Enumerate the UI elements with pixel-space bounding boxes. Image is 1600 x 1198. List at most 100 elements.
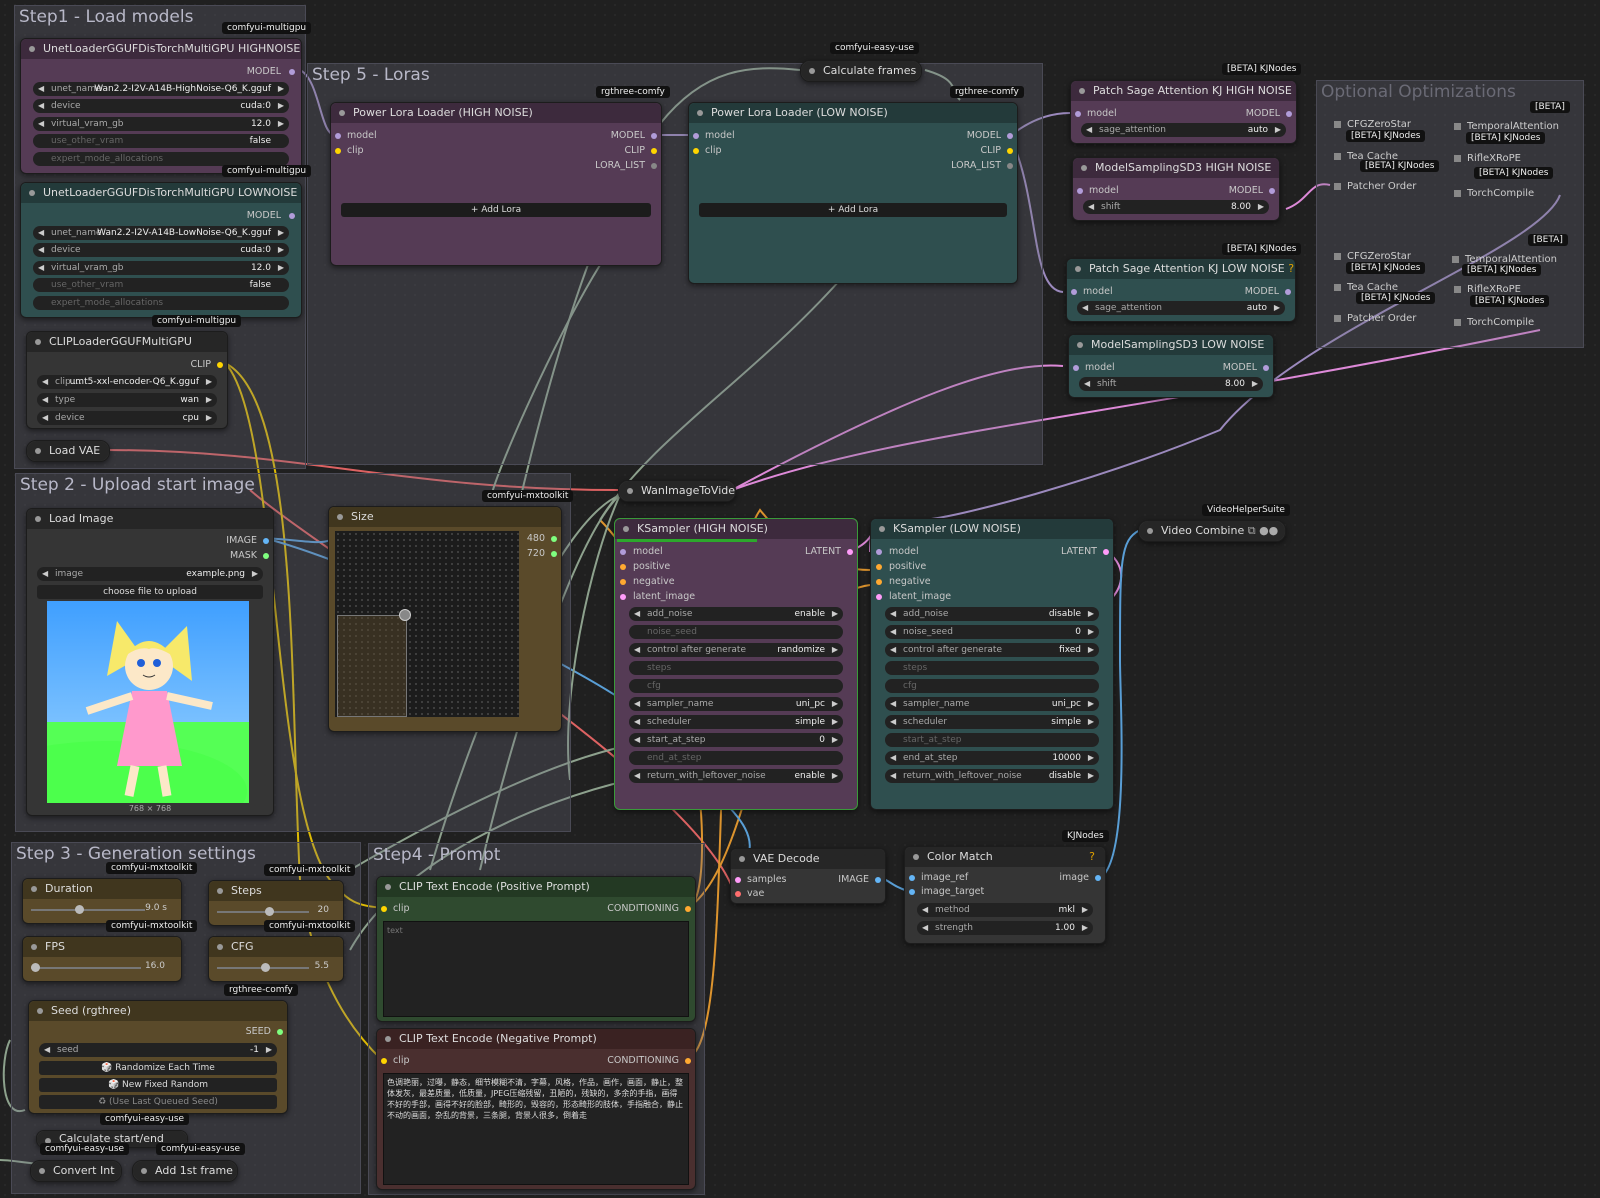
size-handle-icon[interactable] <box>399 609 411 621</box>
wan-image-to-video-node[interactable]: WanImageToVideo <box>618 480 736 502</box>
output-latent[interactable]: LATENT <box>871 545 1113 559</box>
torch-compile-low-node[interactable]: TorchCompile <box>1454 316 1534 330</box>
steps-widget[interactable]: steps <box>885 661 1099 675</box>
input-latent[interactable]: latent_image <box>615 590 857 604</box>
start-at-step-widget[interactable]: start_at_step <box>885 733 1099 747</box>
seed-widget[interactable]: seed-1 <box>39 1043 277 1057</box>
sage-attention-low-node[interactable]: Patch Sage Attention KJ LOW NOISE ? mode… <box>1066 258 1296 322</box>
output-model[interactable]: MODEL <box>689 129 1017 143</box>
output-model[interactable]: MODEL <box>21 209 301 223</box>
input-clip[interactable]: clip <box>377 1054 695 1068</box>
input-clip[interactable]: clip <box>377 902 695 916</box>
input-negative[interactable]: negative <box>615 575 857 589</box>
load-vae-node[interactable]: Load VAE <box>26 440 110 462</box>
add-lora-button[interactable]: + Add Lora <box>699 203 1007 217</box>
help-icon[interactable]: ? <box>1288 262 1295 275</box>
upload-button[interactable]: choose file to upload <box>37 585 263 599</box>
output-lora-list[interactable]: LORA_LIST <box>331 159 661 173</box>
cfg-zero-star-high-node[interactable]: CFGZeroStar <box>1334 118 1411 132</box>
clip-name-widget[interactable]: clip ...umt5-xxl-encoder-Q6_K.gguf <box>37 375 217 389</box>
steps-node[interactable]: Steps 20 <box>208 880 344 926</box>
model-sampling-high-node[interactable]: ModelSamplingSD3 HIGH NOISE model MODEL … <box>1072 157 1280 221</box>
output-lora-list[interactable]: LORA_LIST <box>689 159 1017 173</box>
clip-loader-node[interactable]: CLIPLoaderGGUFMultiGPU CLIP clip ...umt5… <box>26 331 228 429</box>
duration-node[interactable]: Duration 9.0 s <box>22 878 182 924</box>
input-clip[interactable]: clip <box>331 144 661 158</box>
cfg-slider[interactable] <box>217 963 309 972</box>
input-latent[interactable]: latent_image <box>871 590 1113 604</box>
output-clip[interactable]: CLIP <box>689 144 1017 158</box>
cfg-widget[interactable]: cfg <box>629 679 843 693</box>
torch-compile-high-node[interactable]: TorchCompile <box>1454 187 1534 201</box>
input-negative[interactable]: negative <box>871 575 1113 589</box>
tea-cache-low-node[interactable]: Tea Cache <box>1334 281 1398 295</box>
input-positive[interactable]: positive <box>871 560 1113 574</box>
new-fixed-random-button[interactable]: 🎲 New Fixed Random <box>39 1078 277 1092</box>
expert-mode-field[interactable]: expert_mode_allocations <box>33 152 289 166</box>
output-conditioning[interactable]: CONDITIONING <box>377 902 695 916</box>
help-icon[interactable]: ? <box>1295 84 1296 97</box>
add-first-frame-node[interactable]: Add 1st frame <box>132 1160 238 1182</box>
output-conditioning[interactable]: CONDITIONING <box>377 1054 695 1068</box>
cfg-widget[interactable]: cfg <box>885 679 1099 693</box>
output-width[interactable]: 480 <box>329 532 561 546</box>
output-mask[interactable]: MASK <box>27 549 273 563</box>
ksampler-high-node[interactable]: KSampler (HIGH NOISE) LATENT model posit… <box>614 518 858 810</box>
output-model[interactable]: MODEL <box>331 129 661 143</box>
clip-text-negative-node[interactable]: CLIP Text Encode (Negative Prompt) clip … <box>376 1028 696 1190</box>
slider-thumb[interactable] <box>31 963 40 972</box>
riflex-rope-low-node[interactable]: RifleXRoPE <box>1454 283 1521 297</box>
cfg-node[interactable]: CFG 5.5 <box>208 936 344 982</box>
input-model[interactable]: model <box>871 545 1113 559</box>
input-model[interactable]: model <box>615 545 857 559</box>
unet-name-widget[interactable]: unet_nameWan2.2-I2V-A14B-HighNoise-Q6_K.… <box>33 82 289 96</box>
noise-seed-widget[interactable]: noise_seed <box>629 625 843 639</box>
output-model[interactable]: MODEL <box>21 65 301 79</box>
output-image[interactable]: IMAGE <box>27 534 273 548</box>
tea-cache-high-node[interactable]: Tea Cache <box>1334 150 1398 164</box>
slider-thumb[interactable] <box>261 963 270 972</box>
input-model[interactable]: model <box>1067 285 1295 299</box>
help-icon[interactable]: ? <box>1089 850 1095 863</box>
temporal-attention-high-node[interactable]: TemporalAttention <box>1454 120 1559 134</box>
ksampler-low-node[interactable]: KSampler (LOW NOISE) LATENT model positi… <box>870 518 1114 810</box>
input-model[interactable]: model <box>689 129 1017 143</box>
fps-slider[interactable] <box>31 963 141 972</box>
output-latent[interactable]: LATENT <box>615 545 857 559</box>
input-model[interactable]: model <box>331 129 661 143</box>
steps-widget[interactable]: steps <box>629 661 843 675</box>
sage-attention-high-node[interactable]: Patch Sage Attention KJ HIGH NOISE ? mod… <box>1070 80 1297 144</box>
add-lora-button[interactable]: + Add Lora <box>341 203 651 217</box>
slider-thumb[interactable] <box>265 907 274 916</box>
model-sampling-low-node[interactable]: ModelSamplingSD3 LOW NOISE model MODEL s… <box>1068 334 1274 398</box>
unet-loader-high-node[interactable]: UnetLoaderGGUFDisTorchMultiGPU HIGHNOISE… <box>20 38 302 174</box>
input-vae[interactable]: vae <box>731 887 885 901</box>
clip-text-positive-node[interactable]: CLIP Text Encode (Positive Prompt) clip … <box>376 876 696 1022</box>
cfg-zero-star-low-node[interactable]: CFGZeroStar <box>1334 250 1411 264</box>
input-model[interactable]: model <box>1069 361 1273 375</box>
riflex-rope-high-node[interactable]: RifleXRoPE <box>1454 152 1521 166</box>
use-last-queued-seed-button[interactable]: ♻ (Use Last Queued Seed) <box>39 1095 277 1109</box>
output-clip[interactable]: CLIP <box>27 358 227 372</box>
output-image[interactable]: image <box>905 871 1105 885</box>
video-combine-node[interactable]: Video Combine ⧉ ●● <box>1138 520 1286 542</box>
vae-decode-node[interactable]: VAE Decode samples vae IMAGE <box>730 848 886 904</box>
